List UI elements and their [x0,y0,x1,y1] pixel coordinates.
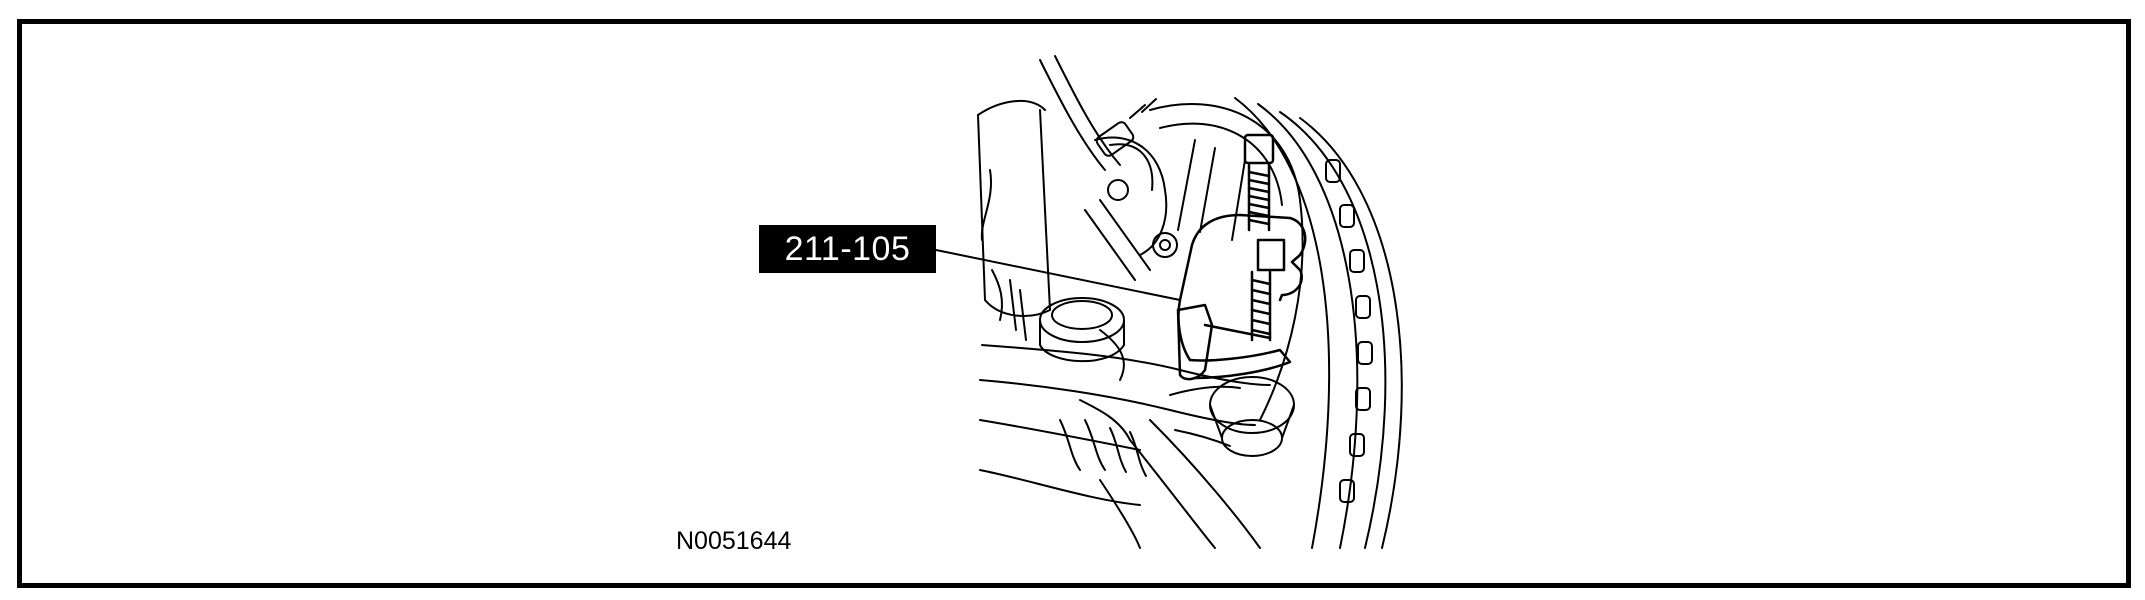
brake-caliper [1099,103,1304,549]
tool-callout-label: 211-105 [759,225,936,273]
callout-leader-line [935,249,1181,301]
brake-hose [1039,55,1178,281]
separator-tool [1176,133,1307,381]
steering-knuckle [977,99,1051,341]
brake-rotor [1234,97,1403,549]
tie-rod-end [1169,376,1295,457]
figure-id: N0051644 [676,527,792,555]
tie-rod [979,344,1271,506]
ball-joint [1039,297,1125,381]
